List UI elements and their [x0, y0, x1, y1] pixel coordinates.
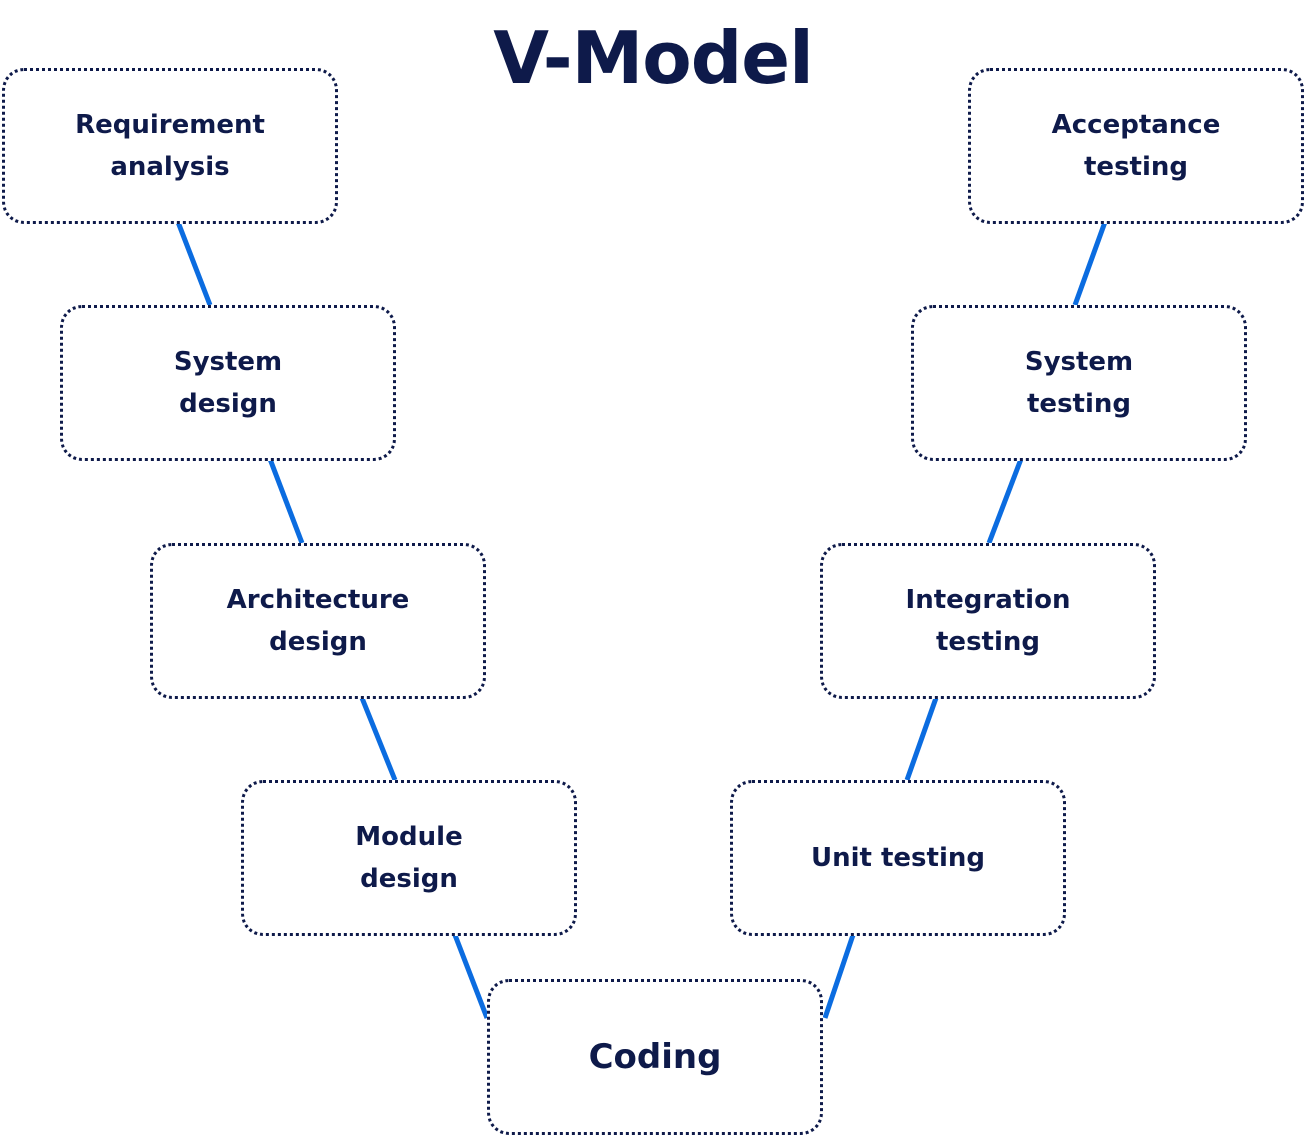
connector-requirement-to-system-design [175, 221, 213, 306]
node-integration-testing[interactable]: Integration testing [820, 543, 1156, 699]
node-label: Architecture design [226, 585, 410, 657]
node-architecture-design[interactable]: Architecture design [150, 543, 486, 699]
node-label: Unit testing [810, 843, 985, 873]
node-requirement-analysis[interactable]: Requirement analysis [2, 68, 338, 224]
connector-system-testing-to-acceptance [1072, 221, 1108, 306]
connector-module-to-coding [452, 934, 490, 1019]
connector-integration-to-system-testing [986, 458, 1024, 544]
connector-coding-to-unit-testing [822, 934, 856, 1019]
node-label: Acceptance testing [1051, 110, 1221, 182]
node-acceptance-testing[interactable]: Acceptance testing [968, 68, 1304, 224]
node-label: System design [173, 347, 283, 419]
node-label: System testing [1024, 347, 1134, 419]
node-label: Coding [588, 1037, 722, 1077]
diagram-title: V-Model [493, 16, 814, 100]
node-label: Integration testing [905, 585, 1071, 657]
connector-architecture-to-module [359, 697, 398, 781]
connector-unit-to-integration [904, 697, 939, 781]
node-module-design[interactable]: Module design [241, 780, 577, 936]
node-coding[interactable]: Coding [487, 979, 823, 1135]
node-label: Module design [355, 822, 463, 894]
connector-system-design-to-architecture [267, 458, 305, 544]
node-system-design[interactable]: System design [60, 305, 396, 461]
node-label: Requirement analysis [75, 110, 265, 182]
node-unit-testing[interactable]: Unit testing [730, 780, 1066, 936]
node-system-testing[interactable]: System testing [911, 305, 1247, 461]
